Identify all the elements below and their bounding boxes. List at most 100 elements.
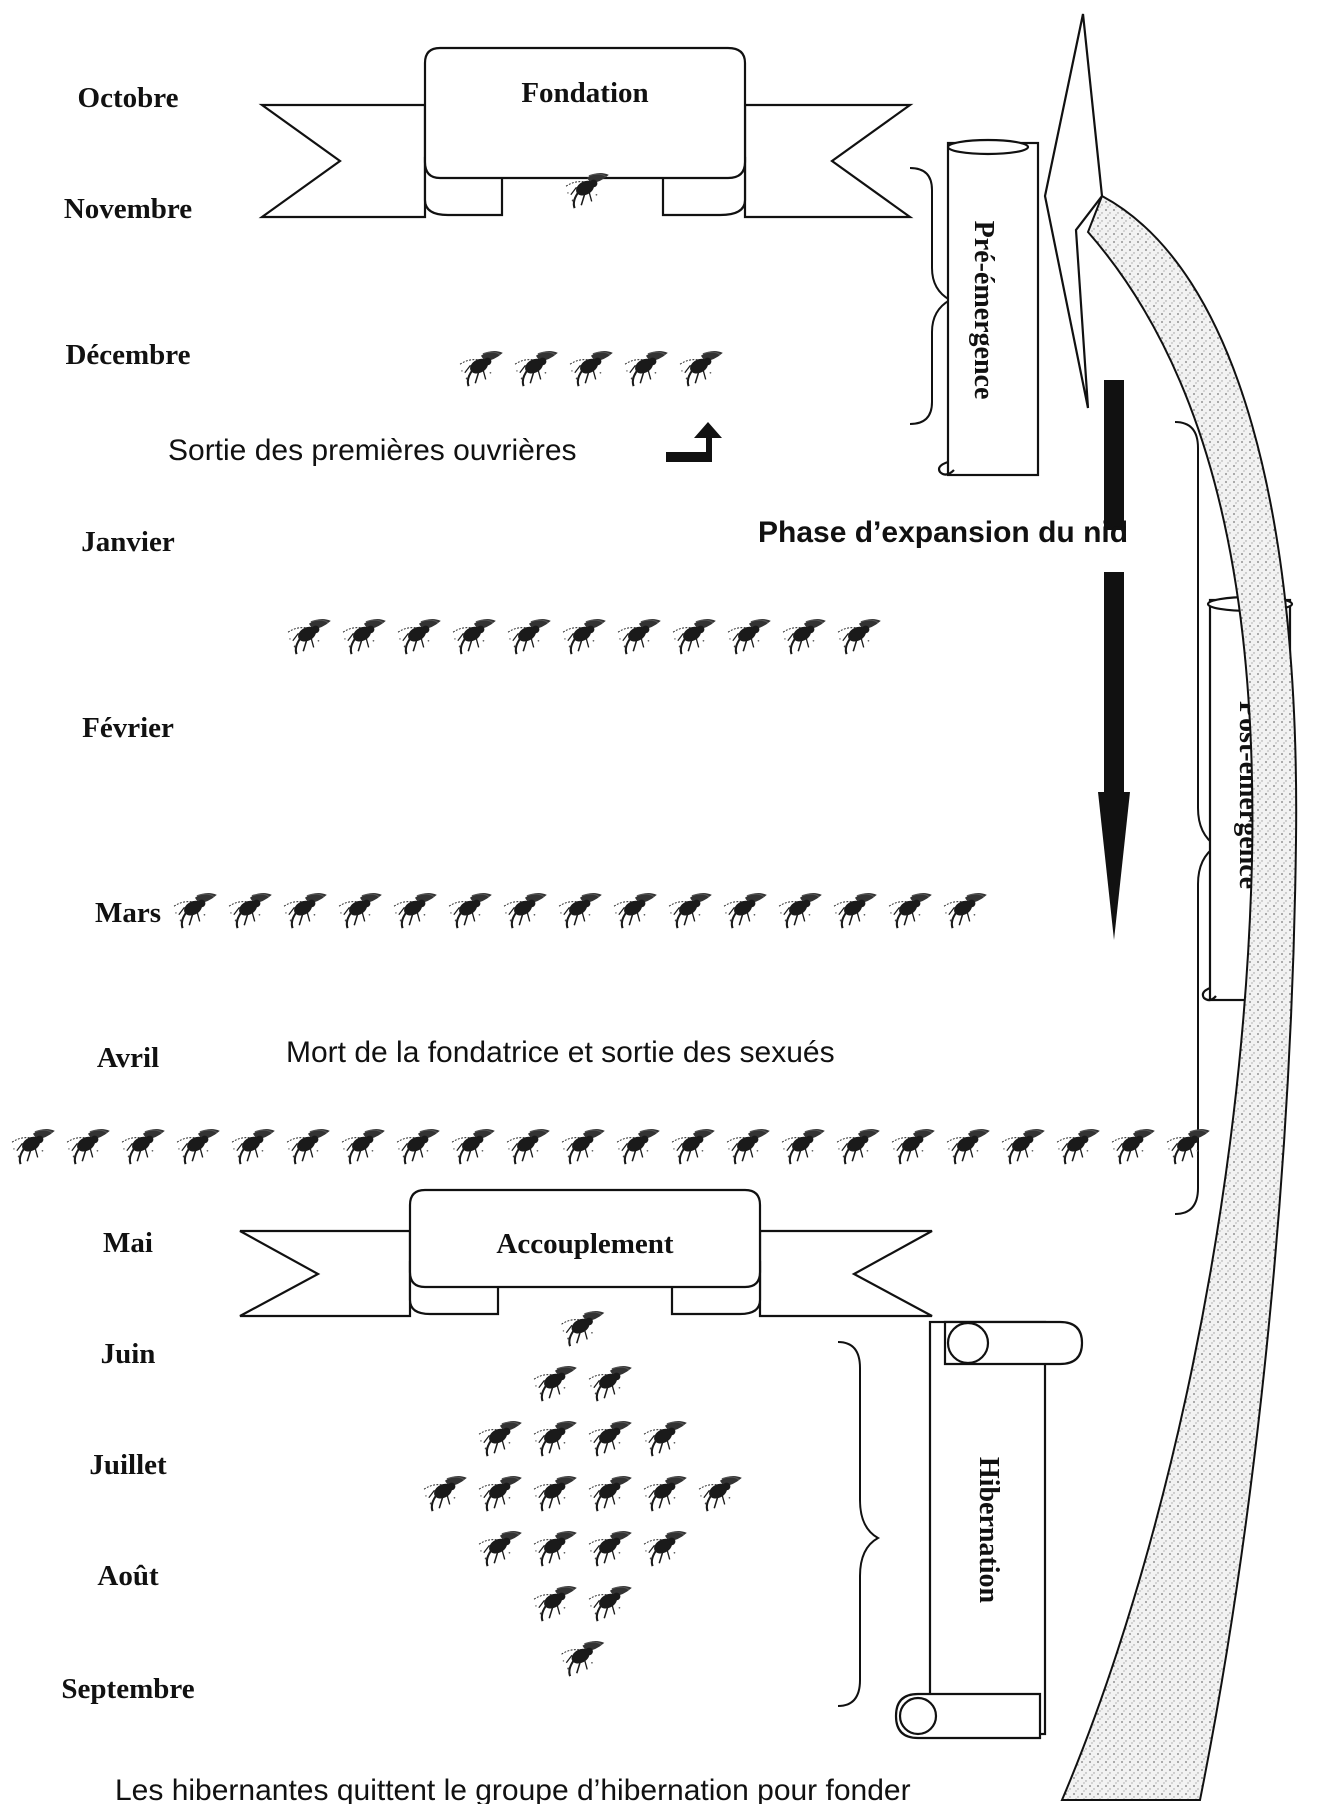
- nest-expansion-note: Phase d’expansion du nid: [758, 516, 1128, 549]
- wasp-group-january-february: [286, 617, 882, 656]
- wasp-icon: [890, 1127, 936, 1166]
- wasp-icon: [447, 891, 493, 930]
- wasp-icon: [678, 349, 724, 388]
- foundation-banner-title: Fondation: [521, 77, 648, 109]
- wasp-icon: [623, 349, 669, 388]
- wasp-icon: [532, 1584, 578, 1623]
- wasp-icon: [340, 1127, 386, 1166]
- wasp-icon: [587, 1419, 633, 1458]
- wasp-icon: [175, 1127, 221, 1166]
- wasp-icon: [587, 1529, 633, 1568]
- month-juin: Juin: [101, 1338, 156, 1370]
- foundation-banner: Fondation: [258, 46, 914, 219]
- wasp-icon: [172, 891, 218, 930]
- pre-emergence-label: Pré-émergence: [968, 221, 999, 400]
- wasp-group-december: [458, 349, 724, 388]
- wasp-icon: [697, 1474, 743, 1513]
- wasp-icon: [560, 1309, 606, 1348]
- wasp-icon: [532, 1529, 578, 1568]
- wasp-icon: [477, 1474, 523, 1513]
- wasp-icon: [477, 1529, 523, 1568]
- wasp-icon: [568, 349, 614, 388]
- wasp-icon: [726, 617, 772, 656]
- month-aout: Août: [97, 1560, 159, 1592]
- wasp-icon: [477, 1419, 523, 1458]
- wasp-icon: [1165, 1127, 1211, 1166]
- month-mars: Mars: [95, 897, 161, 929]
- wasp-icon: [506, 617, 552, 656]
- wasp-icon: [942, 891, 988, 930]
- pre-emergence-phase: Pré-émergence: [909, 138, 1040, 477]
- month-octobre: Octobre: [78, 82, 179, 114]
- wasp-icon: [1055, 1127, 1101, 1166]
- month-avril: Avril: [97, 1042, 159, 1074]
- wasp-icon: [502, 891, 548, 930]
- wasp-icon: [337, 891, 383, 930]
- wasp-icon: [560, 1127, 606, 1166]
- wasp-icon: [513, 349, 559, 388]
- wasp-icon: [396, 617, 442, 656]
- month-labels: Octobre Novembre Décembre Janvier Févrie…: [61, 82, 194, 1705]
- wasp-icon: [642, 1419, 688, 1458]
- wasp-icon: [725, 1127, 771, 1166]
- wasp-group-april-may: [10, 1127, 1211, 1166]
- wasp-cluster-hibernation: [422, 1309, 743, 1678]
- wasp-group-march: [172, 891, 988, 930]
- month-janvier: Janvier: [81, 526, 175, 558]
- month-decembre: Décembre: [65, 339, 190, 371]
- wasp-icon: [341, 617, 387, 656]
- foundress-death-note: Mort de la fondatrice et sortie des sexu…: [286, 1036, 835, 1069]
- wasp-icon: [451, 617, 497, 656]
- wasp-icon: [670, 1127, 716, 1166]
- footer-note: Les hibernantes quittent le groupe d’hib…: [115, 1774, 911, 1804]
- month-fevrier: Février: [82, 712, 174, 744]
- wasp-icon: [667, 891, 713, 930]
- wasp-icon: [282, 891, 328, 930]
- wasp-icon: [612, 891, 658, 930]
- corner-arrow-icon: [666, 422, 722, 462]
- nest-expansion-arrow: [1098, 380, 1130, 940]
- month-septembre: Septembre: [61, 1673, 194, 1705]
- wasp-icon: [285, 1127, 331, 1166]
- wasp-icon: [65, 1127, 111, 1166]
- wasp-icon: [1110, 1127, 1156, 1166]
- month-juillet: Juillet: [89, 1449, 167, 1481]
- wasp-icon: [10, 1127, 56, 1166]
- wasp-icon: [392, 891, 438, 930]
- month-mai: Mai: [103, 1227, 153, 1259]
- wasp-icon: [777, 891, 823, 930]
- wasp-icon: [587, 1584, 633, 1623]
- pre-emergence-brace: [909, 167, 953, 425]
- wasp-icon: [587, 1474, 633, 1513]
- wasp-icon: [422, 1474, 468, 1513]
- wasp-icon: [616, 617, 662, 656]
- hibernation-phase: Hibernation: [837, 1320, 1084, 1740]
- hibernation-brace: [837, 1341, 881, 1707]
- wasp-icon: [505, 1127, 551, 1166]
- mating-banner: Accouplement: [239, 1188, 933, 1318]
- wasp-icon: [587, 1364, 633, 1403]
- wasp-icon: [887, 891, 933, 930]
- wasp-icon: [780, 1127, 826, 1166]
- cycle-arrow-head: [1043, 13, 1104, 409]
- wasp-icon: [781, 617, 827, 656]
- wasp-icon: [230, 1127, 276, 1166]
- wasp-icon: [615, 1127, 661, 1166]
- cycle-return-arrow: [1043, 13, 1298, 1801]
- wasp-icon: [227, 891, 273, 930]
- month-novembre: Novembre: [64, 193, 192, 225]
- wasp-icon: [532, 1364, 578, 1403]
- wasp-icon: [120, 1127, 166, 1166]
- wasp-icon: [450, 1127, 496, 1166]
- wasp-icon: [458, 349, 504, 388]
- wasp-icon: [642, 1529, 688, 1568]
- wasp-icon: [395, 1127, 441, 1166]
- wasp-icon: [532, 1419, 578, 1458]
- wasp-icon: [557, 891, 603, 930]
- wasp-icon: [532, 1474, 578, 1513]
- wasp-icon: [836, 617, 882, 656]
- hibernation-label: Hibernation: [973, 1457, 1004, 1604]
- wasp-icon: [671, 617, 717, 656]
- wasp-icon: [286, 617, 332, 656]
